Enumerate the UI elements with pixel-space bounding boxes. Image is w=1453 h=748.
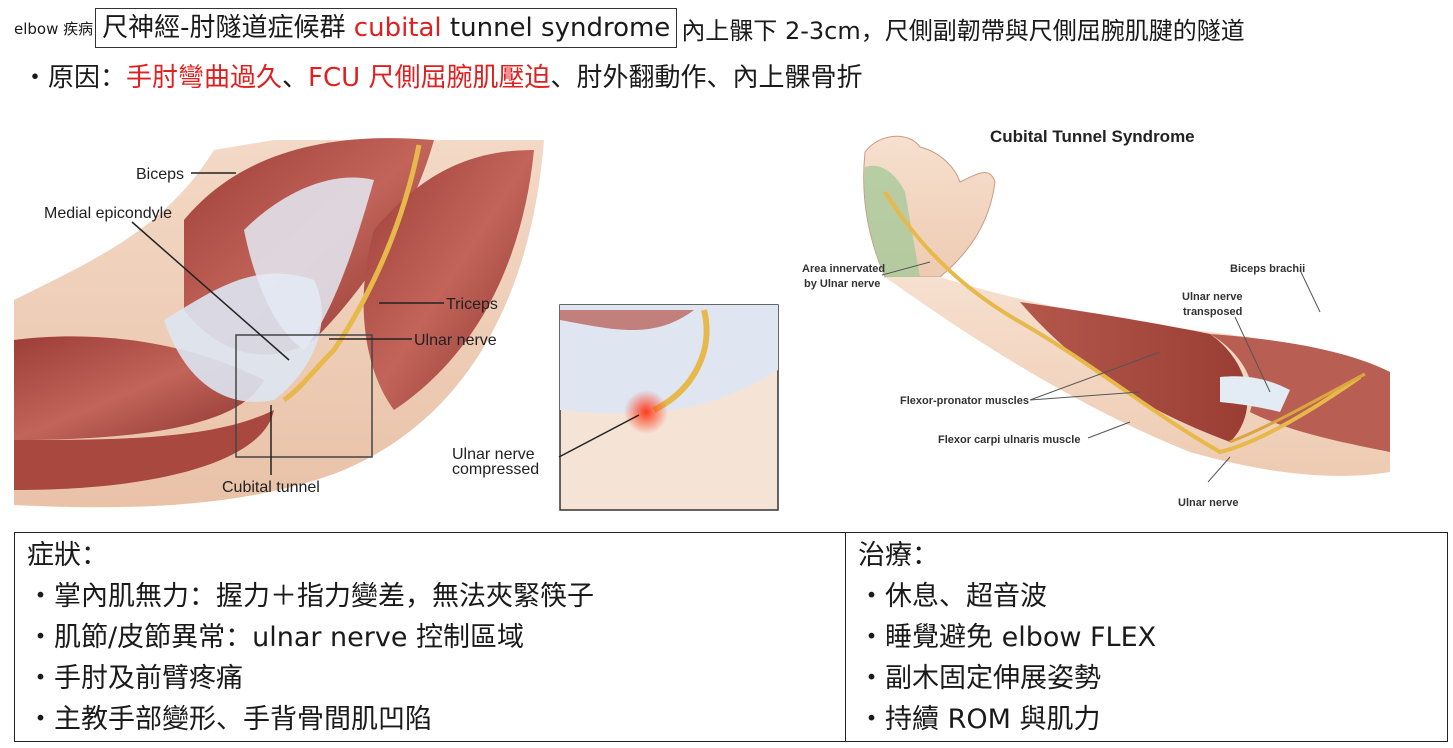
cause-red-1: 手肘彎曲過久: [126, 63, 283, 93]
label-area-innervated-1: Area innervated: [802, 263, 885, 275]
cause-line: ・原因：手肘彎曲過久、FCU 尺側屈腕肌壓迫、肘外翻動作、內上髁骨折: [22, 58, 862, 98]
title-part1: 尺神經-肘隧道症候群: [102, 13, 354, 43]
cause-red-2: FCU 尺側屈腕肌壓迫: [308, 63, 551, 93]
treatment-item: ・副木固定伸展姿勢: [858, 663, 1101, 694]
ulnar-nerve: [282, 144, 422, 403]
ulnar-nerve-transposed: [1229, 372, 1366, 444]
title-box: 尺神經-肘隧道症候群 cubital tunnel syndrome: [95, 8, 678, 48]
label-area-innervated-2: by Ulnar nerve: [804, 278, 880, 290]
symptoms-heading: 症狀：: [27, 540, 108, 571]
label-triceps: Triceps: [446, 296, 498, 313]
label-flexor-pronator: Flexor-pronator muscles: [900, 395, 1029, 407]
title-red: cubital: [353, 13, 442, 43]
right-arm-illustration: Cubital Tunnel Syndrome Area innervated …: [802, 127, 1390, 509]
label-compressed-line1: Ulnar nerve: [452, 446, 535, 463]
header-description: 內上髁下 2-3cm，尺側副韌帶與尺側屈腕肌腱的隧道: [681, 16, 1245, 45]
ulnar-innervated-area: [864, 165, 920, 277]
cause-separator: 、: [282, 63, 309, 93]
label-compressed-line2: compressed: [452, 461, 539, 478]
symptom-item: ・肌節/皮節異常：ulnar nerve 控制區域: [27, 622, 525, 653]
symptom-item: ・手肘及前臂疼痛: [27, 663, 243, 694]
ulnar-nerve-path: [883, 190, 1362, 455]
header-line: elbow 疾病 尺神經-肘隧道症候群 cubital tunnel syndr…: [14, 8, 1245, 48]
treatment-item: ・睡覺避免 elbow FLEX: [858, 622, 1157, 653]
label-transposed-2: transposed: [1183, 306, 1242, 318]
triceps-muscle: [363, 150, 534, 410]
compression-inset: [559, 304, 779, 511]
biceps-brachii-muscle: [1210, 334, 1390, 452]
label-ulnar-nerve: Ulnar nerve: [414, 332, 497, 349]
forearm-muscle-lower: [14, 410, 274, 490]
label-fcu: Flexor carpi ulnaris muscle: [938, 434, 1080, 446]
left-elbow-illustration: Biceps Medial epicondyle Triceps Ulnar n…: [14, 138, 779, 511]
info-table: 症狀： ・掌內肌無力：握力＋指力變差，無法夾緊筷子 ・肌節/皮節異常：ulnar…: [14, 532, 1448, 742]
symptom-item: ・掌內肌無力：握力＋指力變差，無法夾緊筷子: [27, 581, 594, 612]
title-part2: tunnel syndrome: [441, 13, 671, 43]
label-ulnar-nerve-right: Ulnar nerve: [1178, 497, 1239, 509]
treatment-heading: 治療：: [858, 540, 939, 571]
epicondyle-tendons: [244, 177, 374, 350]
label-biceps-brachii: Biceps brachii: [1230, 263, 1305, 275]
label-cubital-tunnel: Cubital tunnel: [222, 479, 320, 496]
figure-title: Cubital Tunnel Syndrome: [990, 127, 1195, 146]
treatment-item: ・休息、超音波: [858, 581, 1047, 612]
label-medial-epicondyle: Medial epicondyle: [44, 205, 172, 222]
elbow-tendon: [1220, 376, 1290, 412]
treatment-item: ・持續 ROM 與肌力: [858, 704, 1101, 735]
label-biceps: Biceps: [136, 166, 184, 183]
treatment-column: 治療： ・休息、超音波 ・睡覺避免 elbow FLEX ・副木固定伸展姿勢 ・…: [846, 533, 1447, 741]
cause-rest: 、肘外翻動作、內上髁骨折: [550, 63, 863, 93]
cubital-tunnel-box: [235, 334, 373, 458]
symptoms-column: 症狀： ・掌內肌無力：握力＋指力變差，無法夾緊筷子 ・肌節/皮節異常：ulnar…: [15, 533, 846, 741]
label-transposed-1: Ulnar nerve: [1182, 291, 1243, 303]
symptom-item: ・主教手部變形、手背骨間肌凹陷: [27, 704, 432, 735]
flexor-muscles: [1020, 302, 1248, 442]
header-prefix: elbow 疾病: [14, 19, 94, 38]
cause-bullet: ・原因：: [22, 63, 127, 93]
